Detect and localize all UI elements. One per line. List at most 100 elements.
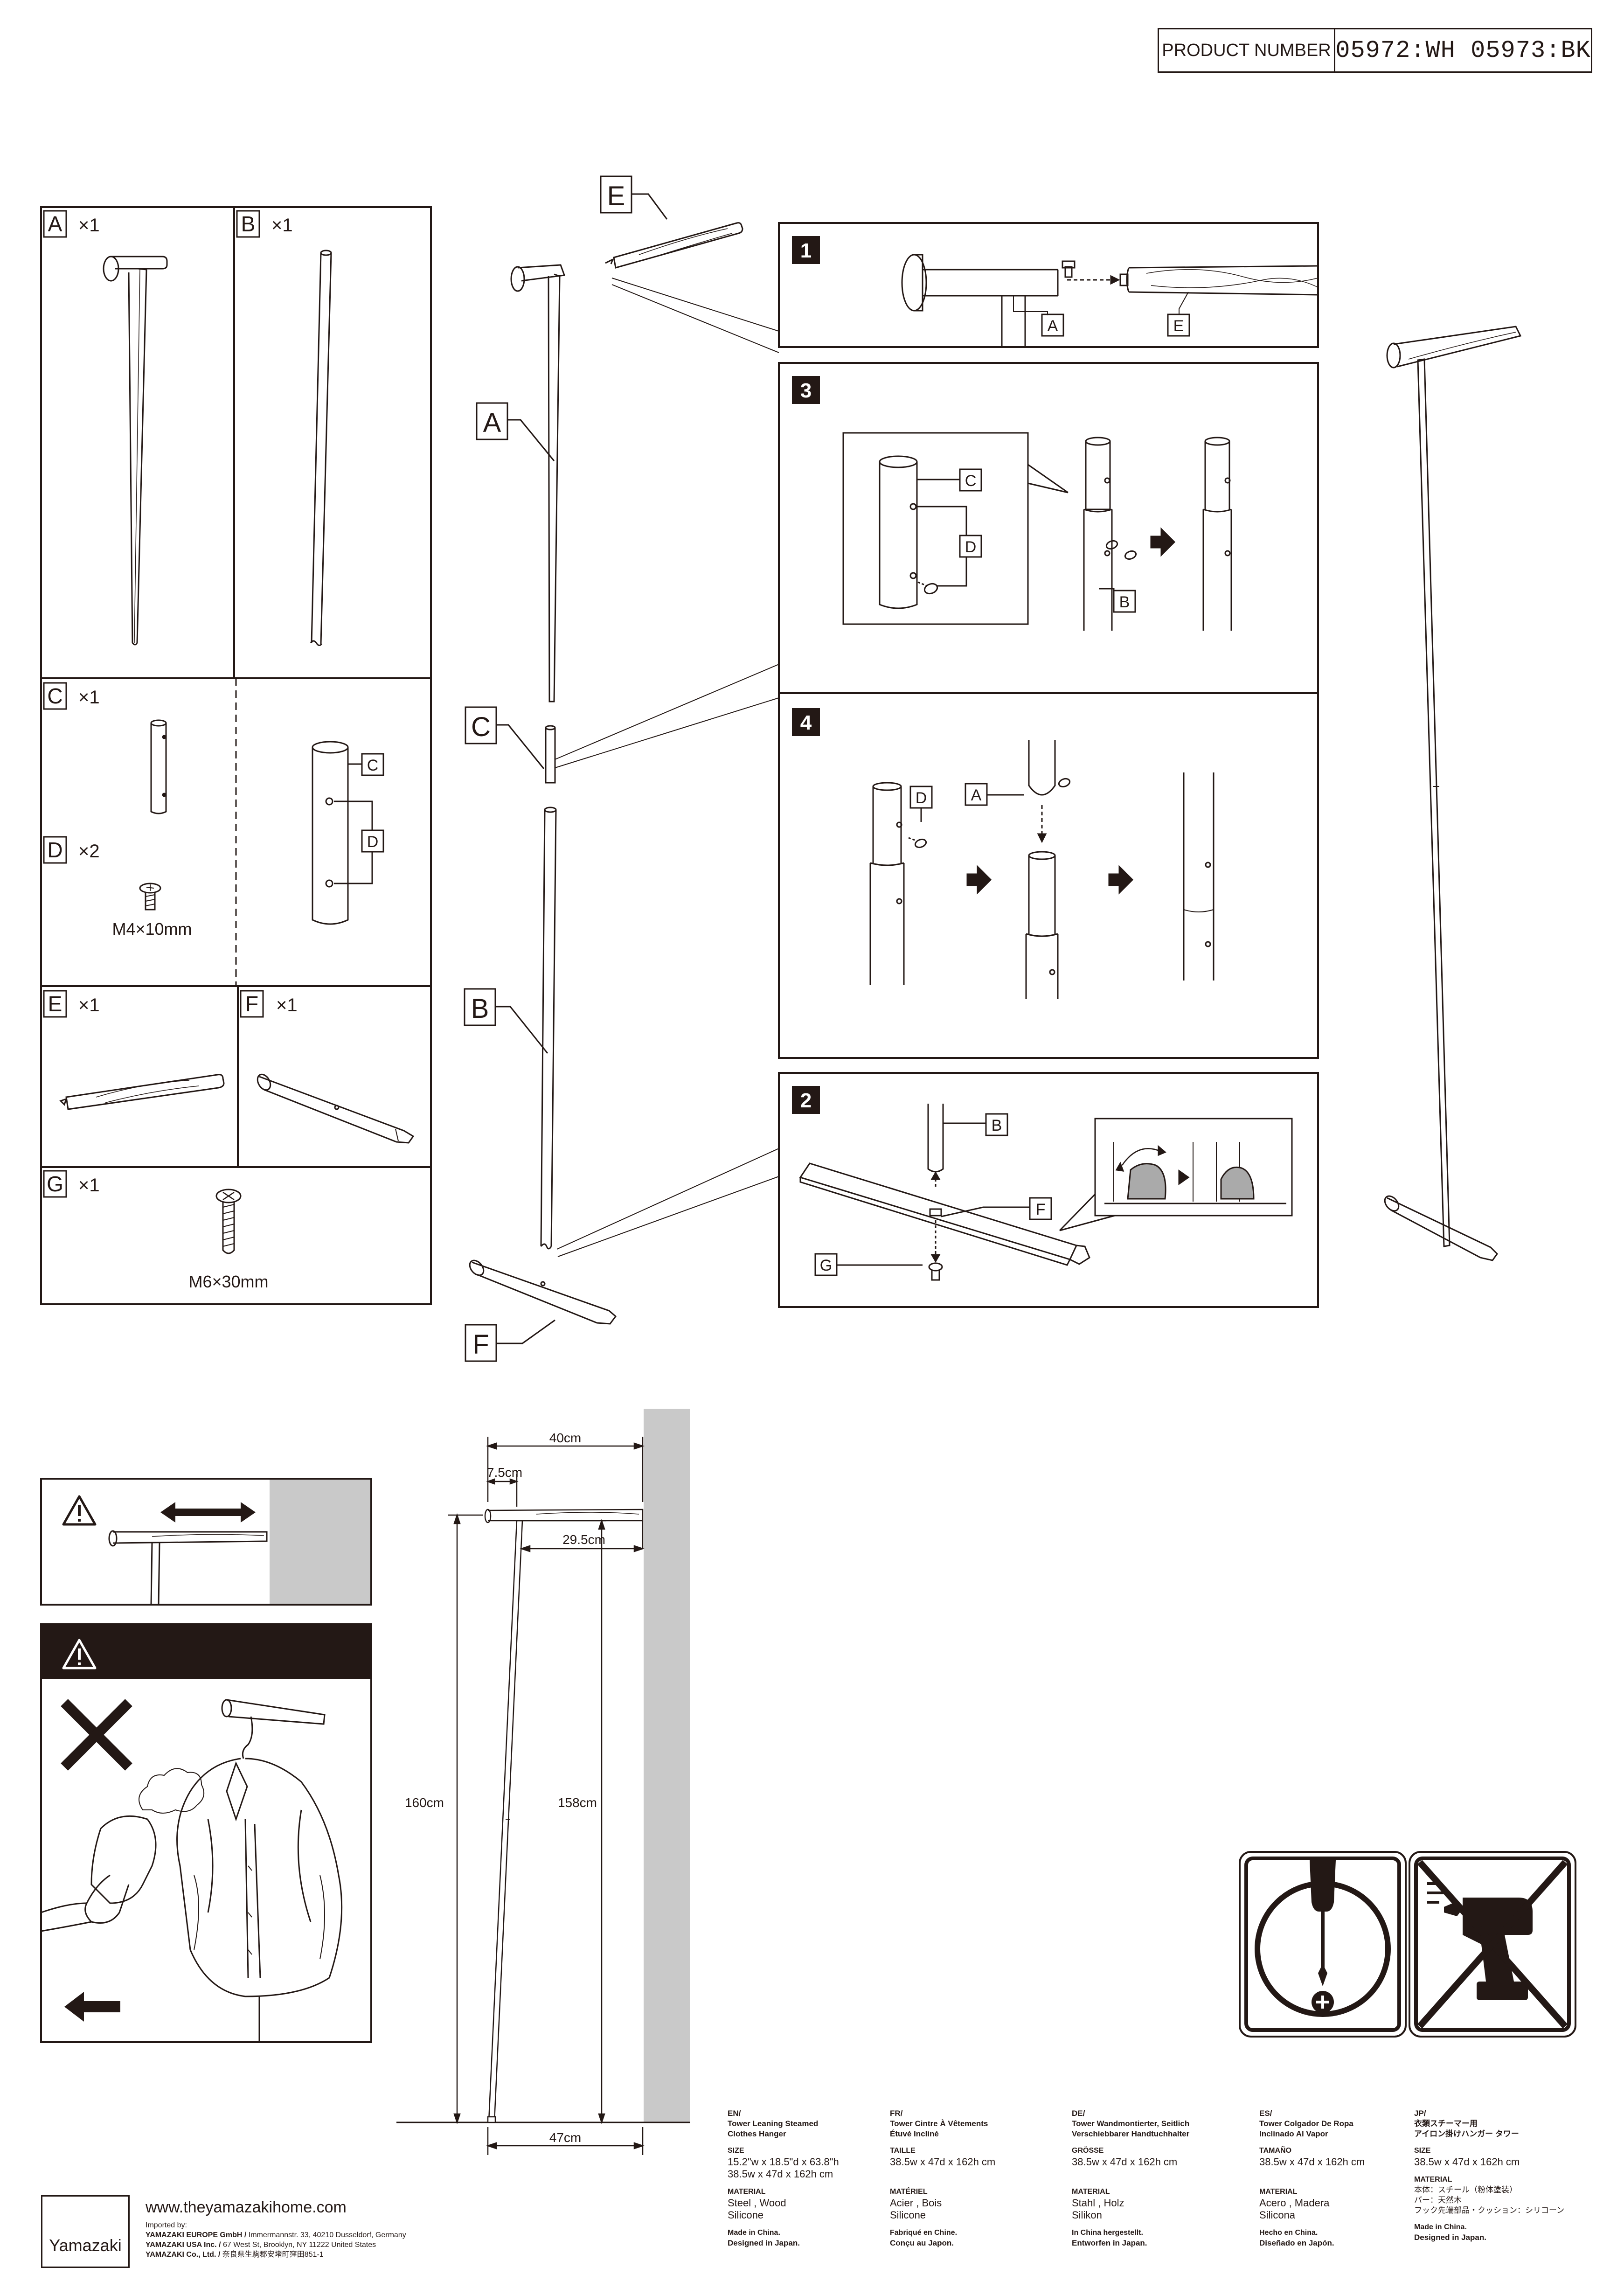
- size-label: SIZE: [728, 2147, 744, 2155]
- product-title-line: Tower Wandmontierter, Seitlich: [1072, 2119, 1190, 2128]
- material-label: MATERIAL: [1414, 2176, 1452, 2184]
- address-line: YAMAZAKI EUROPE GmbH / Immermannstr. 33,…: [146, 2230, 406, 2240]
- exploded-view: A E C B F: [464, 175, 779, 1362]
- part-f-qty: ×1: [276, 995, 298, 1015]
- product-title-line: アイロン掛けハンガー タワー: [1414, 2129, 1519, 2138]
- size-label: GRÖSSE: [1072, 2147, 1104, 2155]
- part-e-letter: E: [48, 992, 62, 1016]
- part-e-qty: ×1: [78, 995, 100, 1015]
- material-value: Silicone: [890, 2209, 926, 2221]
- material-value: Silicona: [1259, 2209, 1296, 2221]
- part-b-qty: ×1: [271, 215, 293, 236]
- part-d-letter: D: [47, 838, 62, 862]
- size-value: 15.2"w x 18.5"d x 63.8"h: [728, 2156, 839, 2168]
- material-value: 本体：スチール（粉体塗装）: [1414, 2185, 1517, 2194]
- part-c-letter: C: [47, 684, 62, 708]
- part-c-drawing: [150, 719, 167, 814]
- size-value: 38.5w x 47d x 162h cm: [1259, 2156, 1365, 2168]
- size-label: TAMAÑO: [1259, 2147, 1292, 2155]
- part-d-size: M4×10mm: [112, 919, 192, 939]
- lang-code: ES/: [1259, 2109, 1272, 2118]
- power-drill-prohibited-icon: [1409, 1851, 1576, 2038]
- step-1-panel: 1 A E: [778, 222, 1319, 348]
- product-title-line: Tower Colgador De Ropa: [1259, 2119, 1353, 2128]
- company-name: YAMAZAKI Co., Ltd. /: [146, 2251, 221, 2259]
- part-b-drawing: [310, 250, 332, 646]
- assembled-product: [1384, 326, 1522, 1261]
- x-mark-icon: [61, 1699, 132, 1771]
- lang-col-fr: FR/ Tower Cintre À Vêtements Étuvé Incli…: [890, 2108, 1030, 2248]
- step-3-number: 3: [800, 379, 812, 402]
- dim-40cm: 40cm: [549, 1431, 581, 1445]
- parts-list: A ×1 B ×1 C ×1 D ×2 E ×1 F ×1 G ×1 M4×10…: [40, 206, 432, 1305]
- dim-160cm: 160cm: [405, 1795, 444, 1810]
- material-value: フック先端部品・クッション：シリコーン: [1414, 2206, 1565, 2215]
- company-addresses: www.theyamazakihome.com Imported by: YAM…: [146, 2197, 406, 2260]
- material-label: MATERIAL: [728, 2188, 766, 2196]
- step-3-callout-c: C: [965, 472, 977, 490]
- part-b-letter: B: [241, 212, 256, 236]
- lang-code: JP/: [1414, 2109, 1426, 2118]
- origin-line: Made in China.: [728, 2229, 780, 2237]
- size-value: 38.5w x 47d x 162h cm: [890, 2156, 996, 2168]
- step-2-callout-g: G: [820, 1257, 832, 1274]
- origin-line: Designed in Japan.: [1414, 2233, 1486, 2242]
- part-f-drawing: [257, 1073, 415, 1144]
- part-c-enlarged-callout: C: [367, 757, 379, 774]
- dim-29-5cm: 29.5cm: [562, 1532, 605, 1547]
- part-a-drawing: [103, 256, 168, 646]
- warning-triangle-icon-white: [62, 1639, 97, 1669]
- step-3-callout-d: D: [965, 538, 977, 556]
- step-4-callout-d: D: [916, 789, 927, 807]
- lang-code: EN/: [728, 2109, 741, 2118]
- material-value: Silikon: [1072, 2209, 1102, 2221]
- size-value: 38.5w x 47d x 162h cm: [1414, 2156, 1520, 2168]
- product-title-line: Tower Leaning Steamed: [728, 2119, 819, 2128]
- part-g-size: M6×30mm: [188, 1272, 268, 1291]
- product-title-line: Étuvé Incliné: [890, 2129, 939, 2138]
- material-value: Silicone: [728, 2209, 764, 2221]
- product-number-box: PRODUCT NUMBER 05972:WH 05973:BK: [1158, 28, 1592, 73]
- address-line: YAMAZAKI Co., Ltd. / 奈良県生駒郡安堵町窪田851-1: [146, 2250, 406, 2260]
- origin-line: Fabriqué en Chine.: [890, 2229, 958, 2237]
- material-value: Steel , Wood: [728, 2197, 786, 2209]
- material-label: MATERIAL: [1072, 2188, 1110, 2196]
- part-a-qty: ×1: [78, 215, 100, 236]
- size-value: 38.5w x 47d x 162h cm: [1072, 2156, 1178, 2168]
- part-d-enlarged-callout: D: [367, 833, 379, 851]
- steaming-warning: [40, 1623, 372, 2043]
- material-label: MATERIAL: [1259, 2188, 1298, 2196]
- step-1-number: 1: [800, 239, 812, 262]
- step-4-number: 4: [800, 711, 812, 734]
- step-2-callout-b: B: [992, 1117, 1002, 1134]
- lang-col-jp: JP/ 衣類スチーマー用 アイロン掛けハンガー タワー SIZE 38.5w x…: [1414, 2108, 1601, 2243]
- part-a-letter: A: [48, 212, 62, 236]
- website-link[interactable]: www.theyamazakihome.com: [146, 2198, 347, 2216]
- dim-47cm: 47cm: [549, 2130, 581, 2145]
- step-2-callout-f: F: [1036, 1201, 1046, 1218]
- lang-col-es: ES/ Tower Colgador De Ropa Inclinado Al …: [1259, 2108, 1399, 2248]
- brand-name: Yamazaki: [49, 2236, 122, 2255]
- origin-line: Designed in Japan.: [728, 2239, 800, 2247]
- company-address: 67 West St, Brooklyn, NY 11222 United St…: [221, 2241, 376, 2249]
- size-label: SIZE: [1414, 2147, 1431, 2155]
- step-3-callout-b: B: [1119, 593, 1130, 611]
- lang-col-de: DE/ Tower Wandmontierter, Seitlich Versc…: [1072, 2108, 1230, 2248]
- dim-7-5cm: 7.5cm: [487, 1465, 522, 1480]
- material-value: Stahl , Holz: [1072, 2197, 1124, 2209]
- product-title-line: Clothes Hanger: [728, 2129, 786, 2138]
- part-g-screw-drawing: [215, 1189, 242, 1254]
- part-d-screw-drawing: [139, 883, 161, 911]
- part-f-letter: F: [245, 992, 258, 1016]
- size-value: 38.5w x 47d x 162h cm: [728, 2168, 833, 2180]
- material-value: Acier , Bois: [890, 2197, 942, 2209]
- imported-by-label: Imported by:: [146, 2221, 187, 2229]
- product-number-label: PRODUCT NUMBER: [1159, 29, 1335, 71]
- exploded-callout-e: E: [607, 181, 625, 211]
- product-title-line: Verschiebbarer Handtuchhalter: [1072, 2129, 1190, 2138]
- exploded-callout-c: C: [471, 712, 491, 742]
- part-c-enlarged-drawing: [312, 741, 384, 925]
- exploded-callout-f: F: [472, 1329, 489, 1360]
- dimension-diagram: 40cm 7.5cm 29.5cm 160cm 158cm 47cm: [396, 1409, 690, 2155]
- double-arrow-icon: [160, 1502, 256, 1523]
